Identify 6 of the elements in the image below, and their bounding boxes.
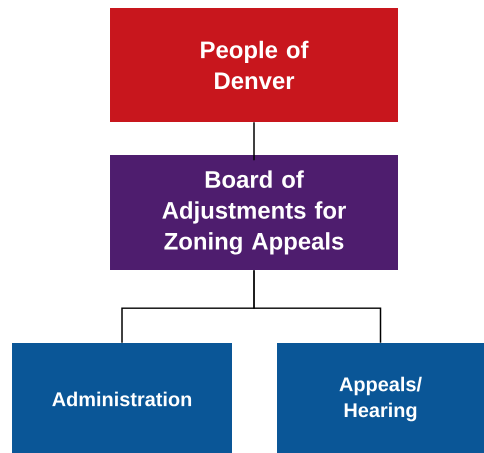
connector-line [253,122,255,161]
connector-line [253,270,382,343]
org-box: Board of Adjustments for Zoning Appeals [110,154,398,270]
org-box: Administration [12,342,232,453]
org-box: Appeals/ Hearing [277,342,484,453]
org-box: People of Denver [110,8,398,122]
